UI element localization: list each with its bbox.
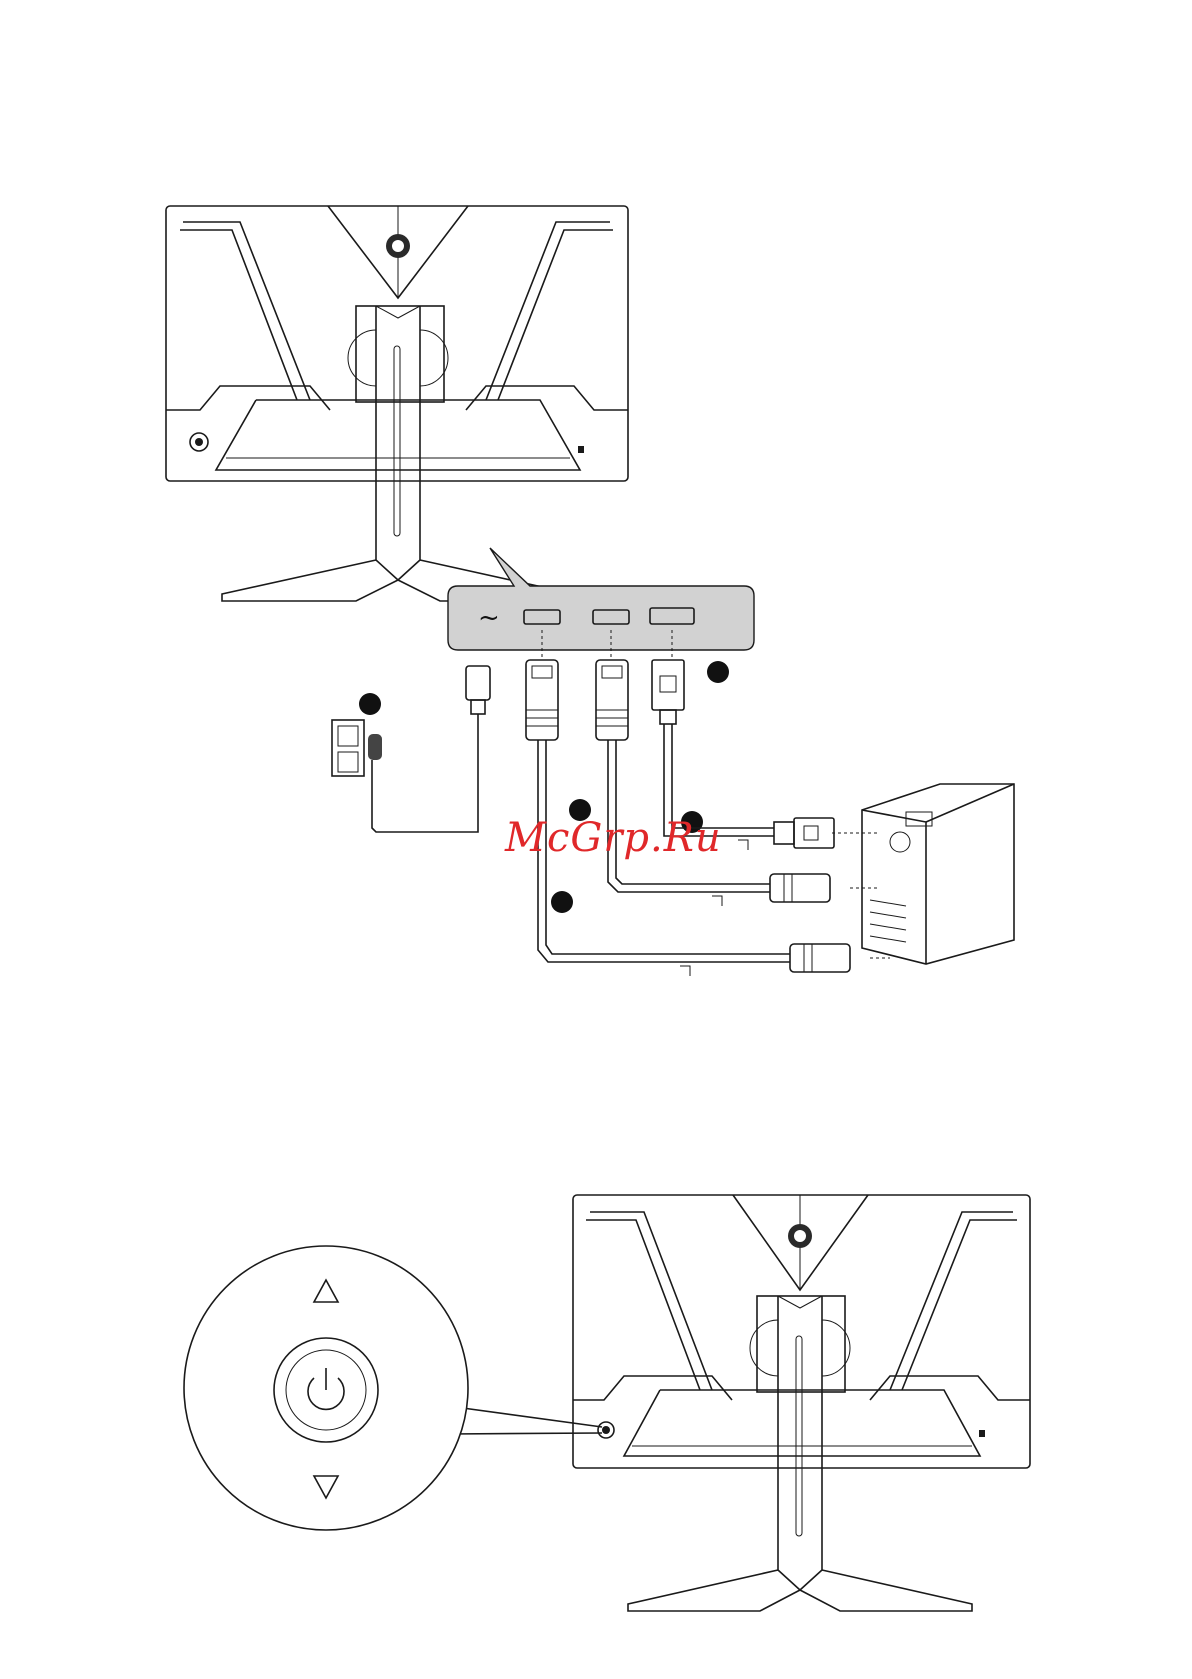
hdmi-cable-2 bbox=[596, 660, 830, 906]
monitor-back-view-bottom bbox=[573, 1195, 1030, 1611]
hdmi-connector-icon bbox=[526, 660, 558, 740]
dp-connector-icon bbox=[652, 660, 684, 710]
port-panel: ~ bbox=[448, 548, 754, 660]
power-cable bbox=[332, 666, 490, 832]
wall-outlet-icon bbox=[332, 720, 364, 776]
pc-tower-icon bbox=[832, 784, 1014, 964]
ac-tilde-icon: ~ bbox=[478, 603, 500, 633]
watermark: McGrp.Ru bbox=[505, 815, 722, 861]
control-buttons-zoom bbox=[184, 1246, 602, 1530]
step-markers bbox=[359, 661, 729, 913]
hdmi-connector-icon bbox=[596, 660, 628, 740]
monitor-back-view-top bbox=[166, 206, 628, 601]
power-plug-icon bbox=[466, 666, 490, 700]
